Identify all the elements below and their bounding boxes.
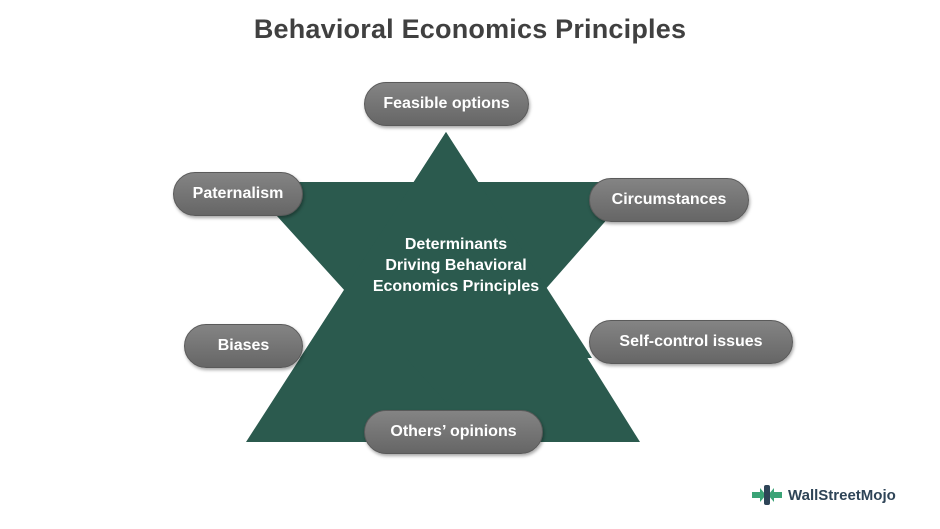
star-triangle-up-cover <box>300 132 592 358</box>
node-paternalism: Paternalism <box>173 172 303 216</box>
center-label-line-1: Determinants <box>404 236 508 253</box>
page-title: Behavioral Economics Principles <box>253 14 687 44</box>
node-feasible-options: Feasible options <box>364 82 529 126</box>
center-label-line-3: Economics Principles <box>372 278 540 295</box>
logo-text: WallStreetMojo <box>788 486 896 504</box>
center-label-line-2: Driving Behavioral <box>385 257 527 274</box>
wallstreetmojo-logo-icon <box>752 485 782 505</box>
node-biases: Biases <box>184 324 303 368</box>
node-self-control-issues: Self-control issues <box>589 320 793 364</box>
node-circumstances: Circumstances <box>589 178 749 222</box>
center-label: Determinants Driving Behavioral Economic… <box>346 234 566 297</box>
node-others-opinions: Others’ opinions <box>364 410 543 454</box>
brand-logo: WallStreetMojo <box>750 483 896 507</box>
